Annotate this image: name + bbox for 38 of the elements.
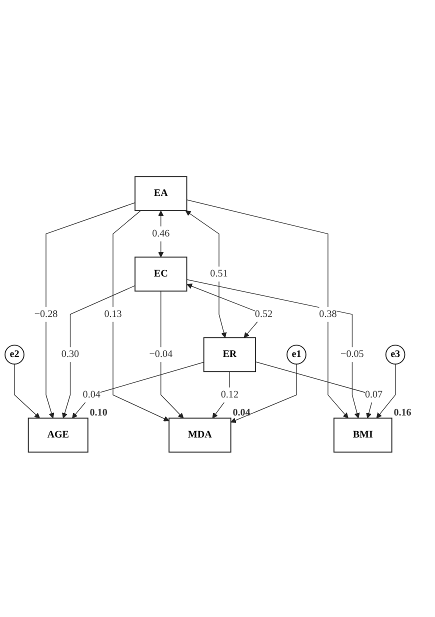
node-box: MDA	[168, 418, 232, 454]
node-circle: e3	[385, 345, 406, 365]
arrow	[376, 364, 396, 419]
edge-label: 0.12	[220, 390, 238, 400]
arrow	[46, 202, 136, 419]
edge-label: 0.30	[61, 349, 80, 360]
arrow	[158, 211, 164, 258]
edge-label: 0.13	[104, 309, 122, 320]
node-circle: e2	[4, 345, 24, 365]
arrow	[62, 286, 136, 419]
edge-label: 0.04	[82, 390, 100, 400]
edge-label: −0.28	[34, 309, 58, 320]
arrow	[255, 362, 374, 419]
arrow	[14, 364, 40, 419]
variance-label: 0.16	[394, 408, 412, 420]
edge-label: 0.07	[364, 390, 383, 400]
edge-label: −0.05	[340, 349, 364, 360]
arrow	[212, 372, 230, 419]
node-box: EA	[134, 176, 188, 212]
edge-label: −0.04	[149, 349, 173, 360]
edge-label: 0.52	[254, 309, 273, 320]
node-circle: e1	[286, 345, 306, 365]
arrow	[230, 364, 297, 424]
node-box: BMI	[333, 418, 392, 454]
arrow	[72, 362, 204, 419]
arrow	[186, 280, 360, 419]
node-box: EC	[134, 257, 188, 292]
arrow	[185, 210, 227, 338]
variance-label: 0.10	[90, 408, 108, 420]
arrow	[186, 200, 348, 419]
variance-label: 0.04	[232, 408, 250, 420]
arrow	[112, 210, 170, 422]
node-box: AGE	[28, 418, 88, 454]
arrow	[160, 291, 184, 419]
edge-label: 0.46	[152, 228, 170, 240]
node-box: ER	[203, 338, 256, 372]
edge-label: 0.38	[319, 309, 337, 320]
edge-label: 0.51	[210, 268, 228, 280]
